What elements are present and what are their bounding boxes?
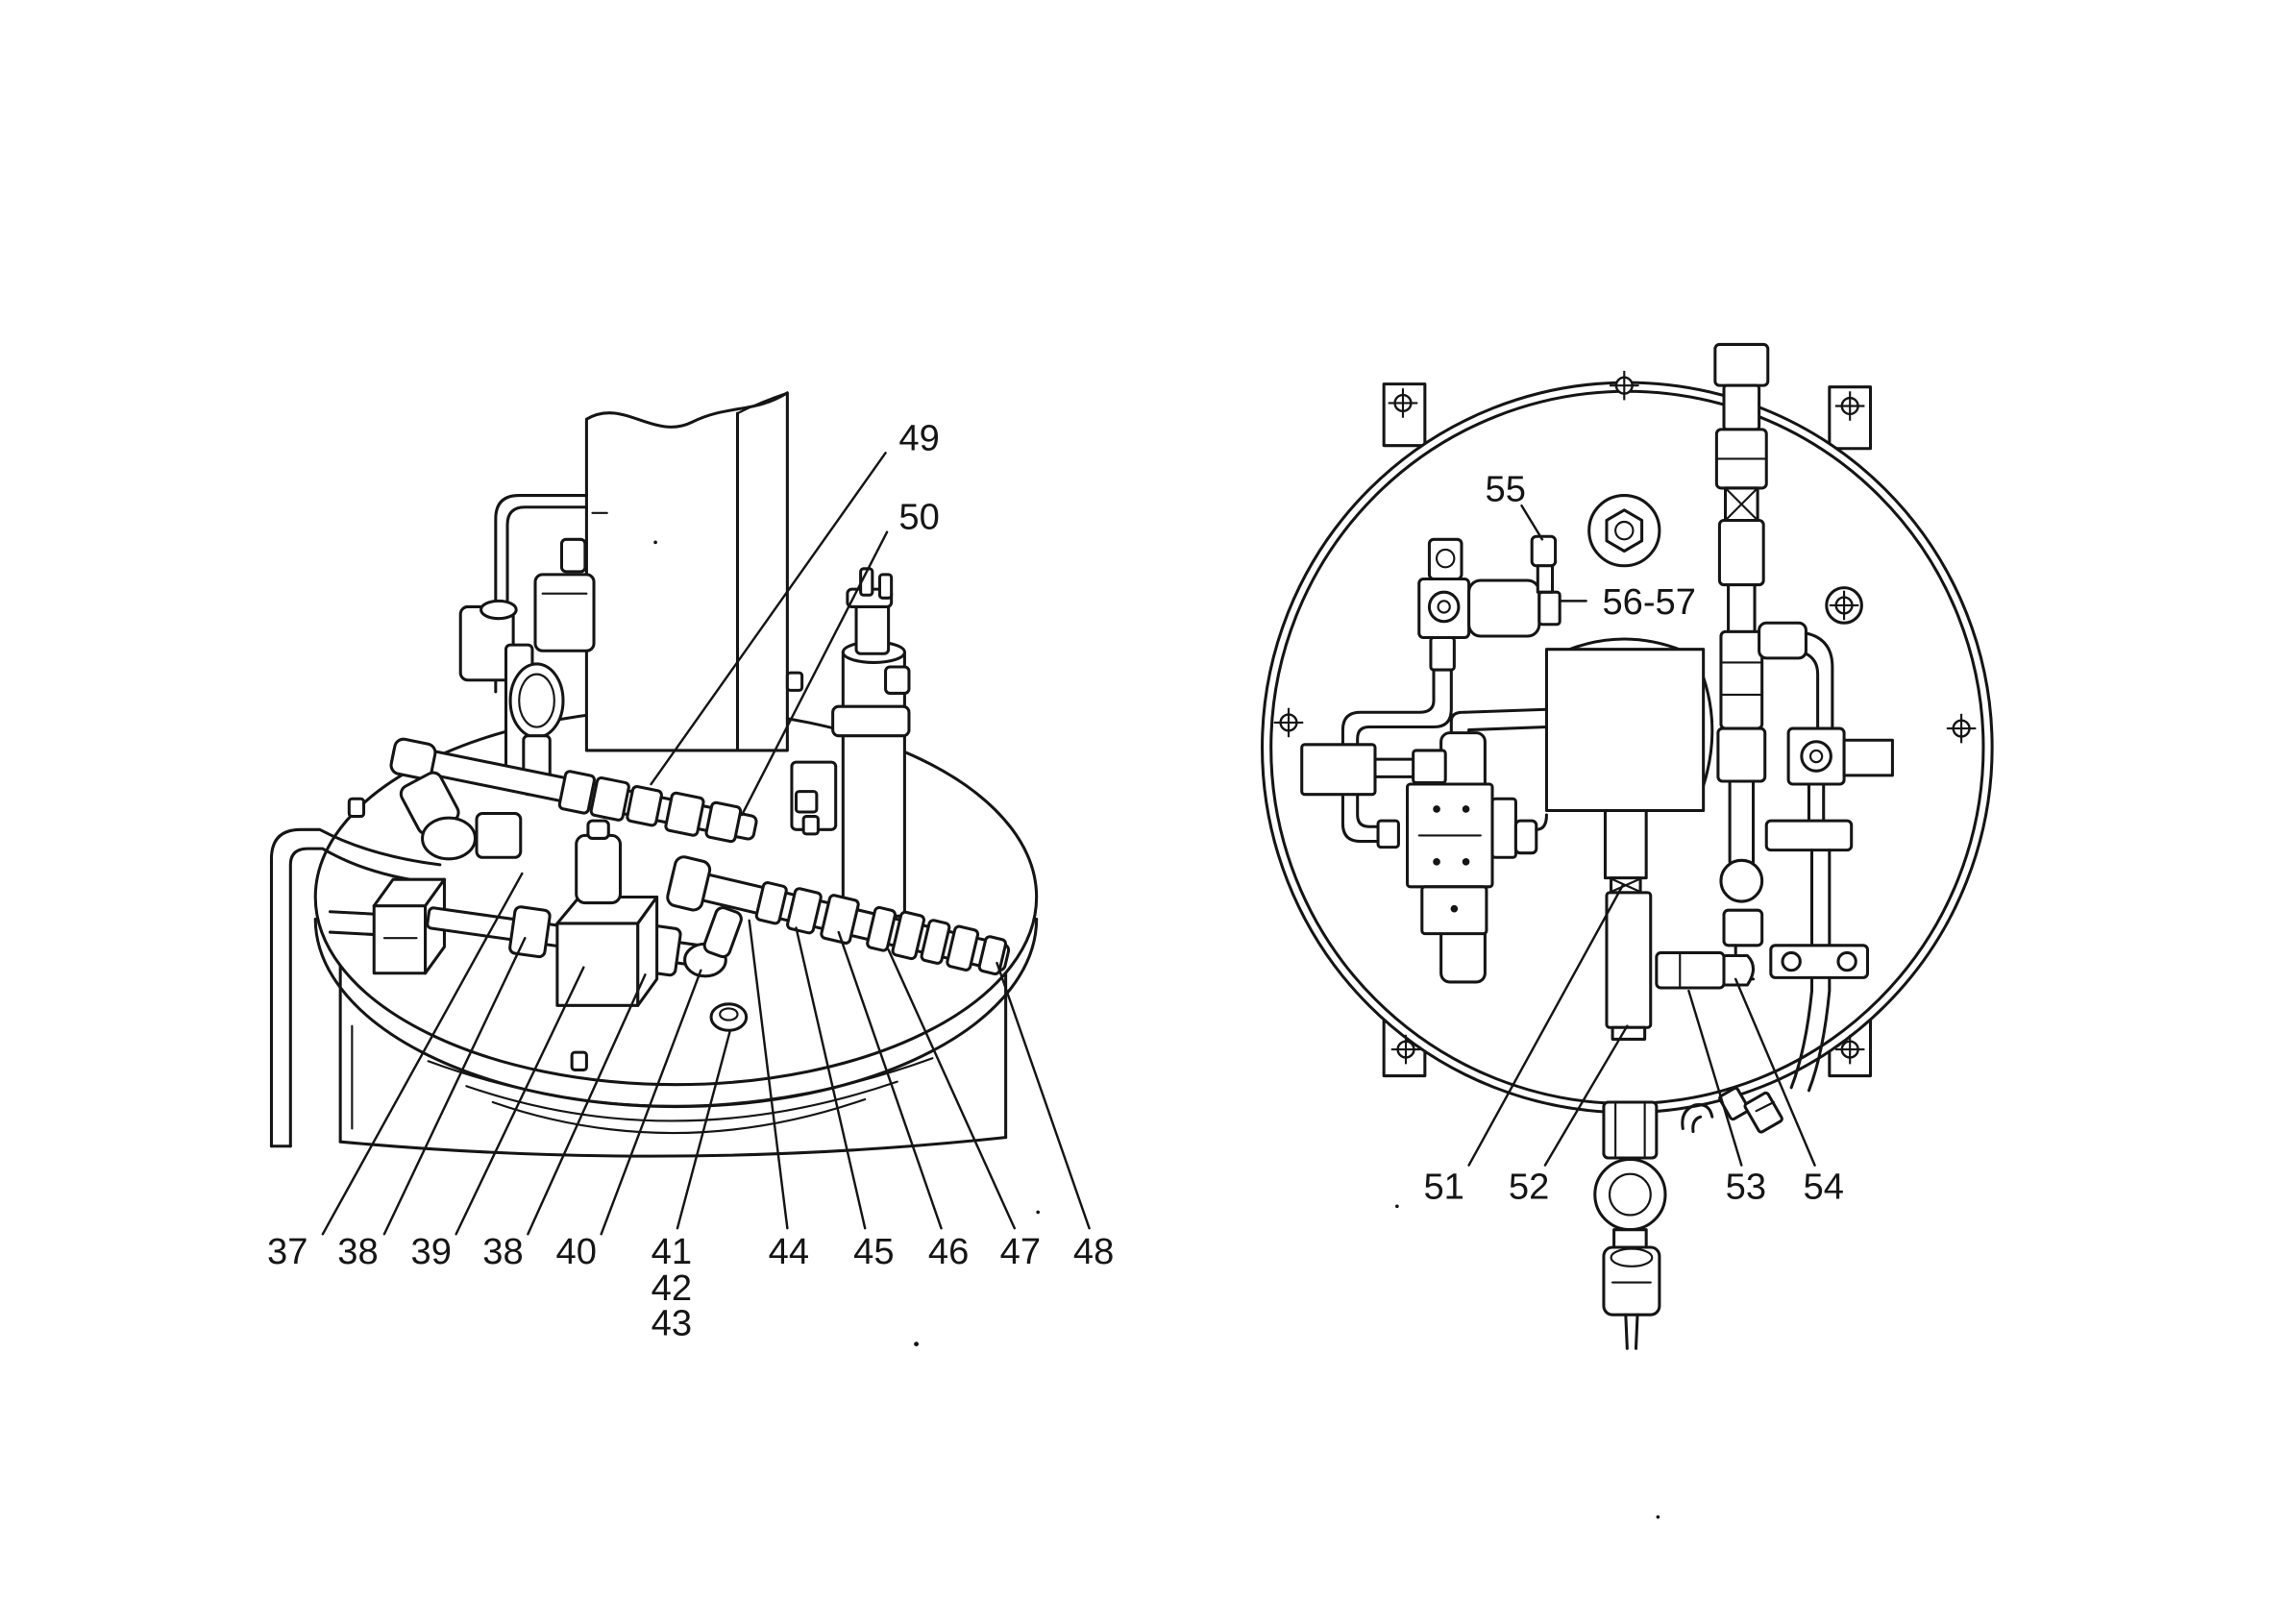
solenoid-valve-plan — [1340, 534, 1562, 849]
callout-53: 53 — [1726, 1167, 1766, 1208]
callout-56-57: 56-57 — [1602, 581, 1696, 623]
callout-47: 47 — [1000, 1231, 1041, 1272]
callout-55: 55 — [1486, 469, 1526, 510]
callout-44: 44 — [769, 1231, 809, 1272]
callout-48: 48 — [1073, 1231, 1114, 1272]
right-top-view: 51 52 53 54 55 56-57 — [1261, 342, 1994, 1350]
callout-51: 51 — [1423, 1167, 1463, 1208]
bottom-misc-fittings — [1681, 1086, 1783, 1134]
right-leader-lines — [1467, 504, 1816, 1167]
central-block — [1544, 637, 1714, 812]
vertical-cylinder — [785, 567, 911, 918]
callout-43: 43 — [652, 1303, 692, 1344]
side-fitting — [1655, 950, 1756, 990]
callout-40: 40 — [556, 1231, 597, 1272]
solenoid-actuator — [533, 537, 596, 652]
callout-39: 39 — [411, 1231, 452, 1272]
callout-45: 45 — [853, 1231, 894, 1272]
outlet-fitting — [1593, 1100, 1667, 1350]
front-pipe-chain — [666, 855, 1011, 975]
callout-46: 46 — [928, 1231, 969, 1272]
callout-52: 52 — [1509, 1167, 1549, 1208]
column-tower — [584, 391, 789, 752]
right-valve — [1758, 621, 1894, 1093]
angle-valve — [399, 771, 523, 861]
callout-49: 49 — [898, 417, 939, 458]
pipe-loop — [494, 494, 588, 694]
left-leader-lines — [321, 452, 1091, 1236]
scan-specks — [653, 540, 1660, 1519]
pipe-clamp — [372, 877, 446, 975]
back-pipe-chain — [389, 737, 758, 844]
callout-38-a: 38 — [337, 1231, 378, 1272]
outlet-stem — [1603, 808, 1653, 1041]
callout-41: 41 — [652, 1231, 692, 1272]
callout-50: 50 — [898, 497, 939, 538]
callout-37: 37 — [267, 1231, 307, 1272]
drain-plug — [709, 1002, 749, 1032]
vertical-pipe-assembly — [1713, 342, 1770, 981]
pipe-clamp-plan — [1769, 944, 1870, 979]
center-hex-bolt — [1587, 494, 1661, 568]
elbow-fitting — [683, 906, 743, 978]
callout-42: 42 — [652, 1267, 692, 1309]
tank-bolts — [347, 797, 588, 1071]
mounting-bracket — [790, 760, 838, 836]
callout-38-b: 38 — [482, 1231, 523, 1272]
callout-54: 54 — [1804, 1167, 1844, 1208]
manifold-block — [1300, 707, 1548, 984]
distribution-block — [555, 819, 659, 1007]
left-perspective-view: 37 38 39 38 40 41 42 43 44 45 46 47 48 4… — [267, 391, 1114, 1344]
